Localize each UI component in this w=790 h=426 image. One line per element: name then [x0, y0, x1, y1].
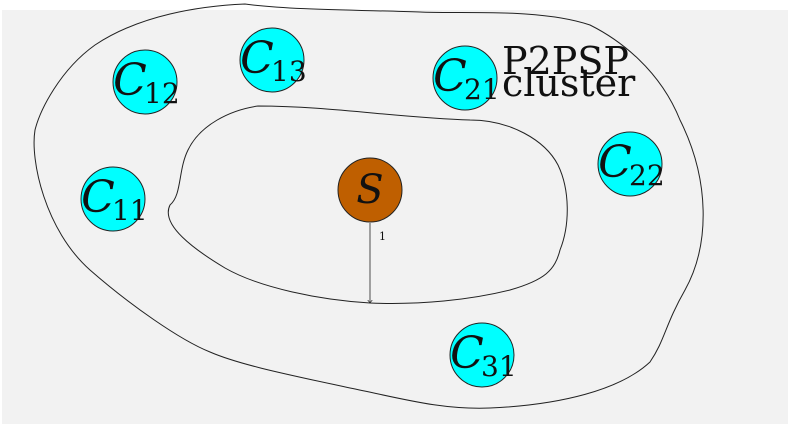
peer-node-c21-letter: C	[433, 51, 467, 102]
peer-node-c21: C 21	[432, 45, 500, 111]
peer-node-c21-subscript: 21	[464, 73, 500, 106]
peer-node-c22-letter: C	[598, 137, 632, 188]
peer-node-c22-subscript: 22	[629, 159, 665, 192]
source-node: S	[337, 157, 403, 223]
peer-node-c13-letter: C	[240, 33, 274, 84]
outer-cluster-boundary	[33, 3, 704, 409]
edge-label: 1	[379, 230, 386, 243]
cluster-label-line2: cluster	[502, 61, 636, 105]
peer-node-c11: C 11	[80, 166, 148, 232]
peer-node-c31-letter: C	[450, 328, 484, 379]
peer-node-c12-subscript: 12	[144, 77, 180, 110]
inner-cluster-boundary	[167, 105, 568, 304]
peer-node-c12: C 12	[112, 49, 180, 115]
peer-node-c12-letter: C	[113, 55, 147, 106]
peer-node-c13-subscript: 13	[271, 55, 307, 88]
peer-node-c11-subscript: 11	[112, 194, 148, 227]
peer-node-c31: C 31	[449, 322, 517, 388]
cluster-label-line1: P2PSP	[502, 39, 629, 83]
source-node-label: S	[356, 167, 383, 213]
peer-node-c13: C 13	[239, 27, 307, 93]
peer-node-c22: C 22	[597, 131, 665, 197]
peer-node-c31-subscript: 31	[481, 350, 517, 383]
peer-node-c11-letter: C	[81, 172, 115, 223]
